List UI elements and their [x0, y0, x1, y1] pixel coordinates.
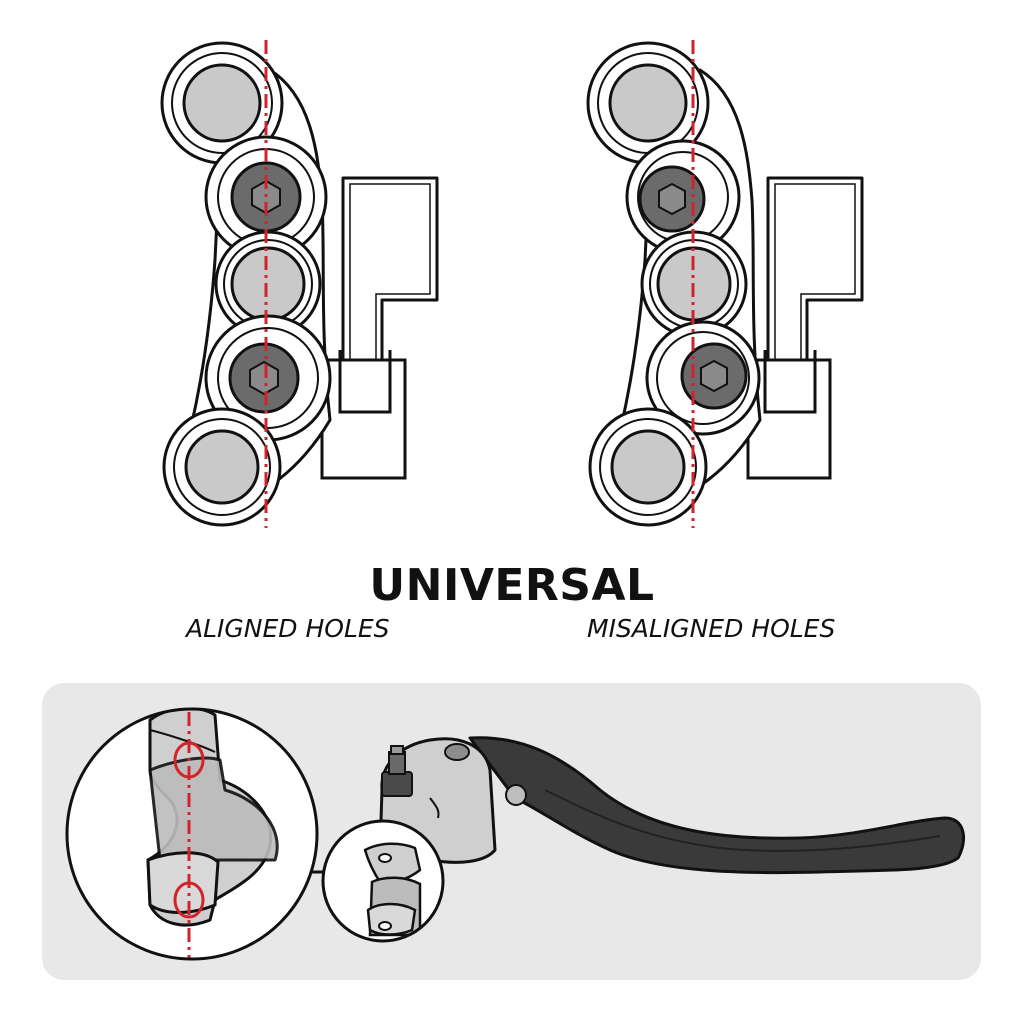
lever-blade	[468, 736, 966, 875]
bottom-hole	[610, 429, 686, 505]
hex-socket-bolt-icon	[700, 359, 728, 393]
adjuster-nut	[381, 771, 413, 797]
aligned-clamp-diagram	[160, 40, 439, 528]
page-title: UNIVERSAL	[369, 560, 655, 611]
hex-socket-bolt-icon	[249, 360, 279, 396]
red-ellipse-marker	[173, 881, 205, 919]
red-ellipse-marker	[173, 741, 205, 779]
caption-misaligned-holes: MISALIGNED HOLES	[587, 614, 836, 643]
small-clamp-detail	[363, 842, 422, 937]
perch-bore	[444, 743, 470, 761]
misaligned-clamp-diagram	[586, 40, 864, 528]
pivot-pin	[505, 784, 527, 806]
caption-aligned-holes: ALIGNED HOLES	[186, 614, 390, 643]
top-hole	[608, 63, 688, 143]
zoomed-clamp-detail	[146, 709, 279, 959]
top-hole	[182, 63, 262, 143]
clamp-illustrations	[160, 40, 864, 528]
bottom-hole	[184, 429, 260, 505]
mount-base	[320, 358, 407, 480]
hex-socket-bolt-icon	[658, 182, 686, 216]
